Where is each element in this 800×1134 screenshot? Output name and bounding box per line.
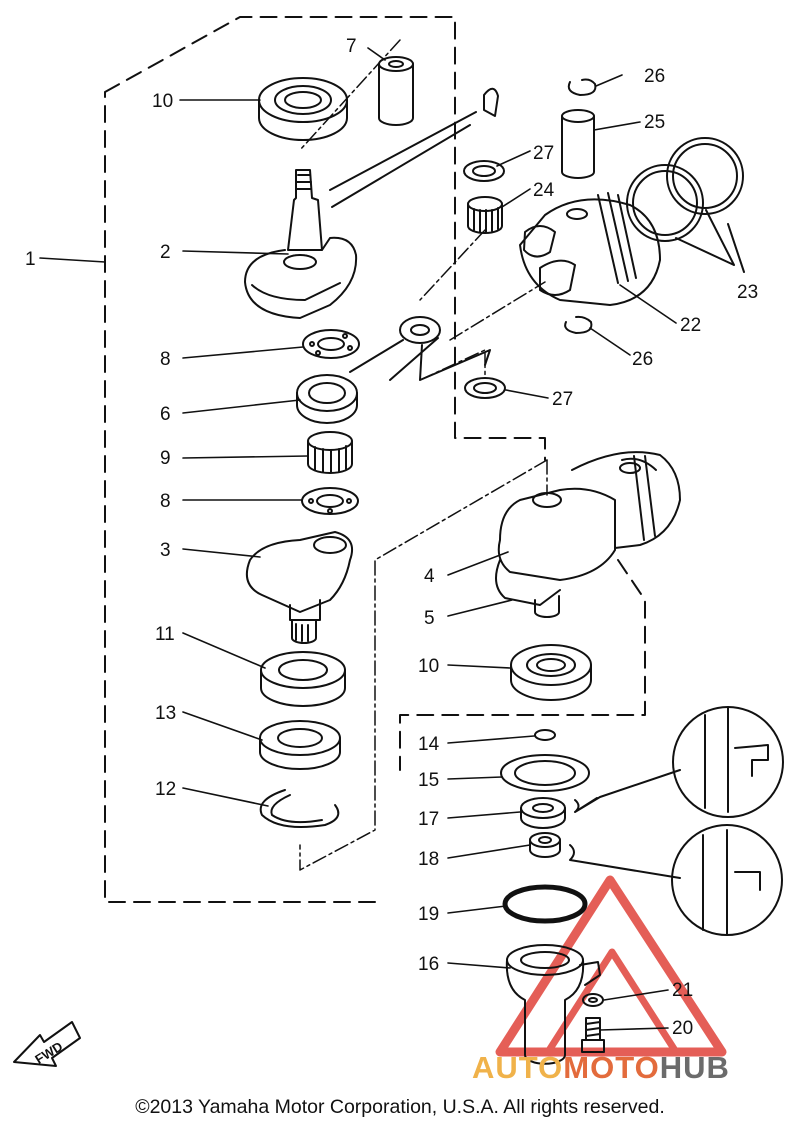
part-6-connecting-rod	[296, 316, 491, 424]
callout-10-lower: 10	[418, 656, 439, 677]
copyright-footer: ©2013 Yamaha Motor Corporation, U.S.A. A…	[135, 1096, 665, 1118]
callout-18: 18	[418, 849, 439, 870]
callout-2: 2	[160, 242, 171, 263]
woodruff-key	[483, 87, 499, 117]
part-18-seal	[529, 832, 681, 879]
part-26-clip-upper	[567, 78, 597, 96]
watermark-logo	[495, 875, 727, 1057]
callout-24: 24	[533, 180, 555, 201]
callout-5: 5	[424, 608, 435, 629]
part-9-needle-bearing	[307, 431, 353, 474]
part-4-crank-assembly	[497, 451, 681, 581]
callout-6: 6	[160, 404, 171, 425]
callout-11: 11	[155, 624, 175, 645]
part-3-crankshaft-lower	[246, 531, 354, 644]
callout-8-upper: 8	[160, 349, 171, 370]
callout-10-top: 10	[152, 91, 173, 112]
callout-4: 4	[424, 566, 435, 587]
part-10-bearing-lower	[510, 644, 592, 701]
callout-23: 23	[737, 282, 758, 303]
callout-3: 3	[160, 540, 171, 561]
part-5-connecting-rod	[495, 559, 561, 618]
part-17-seal	[520, 769, 681, 829]
part-14-o-ring	[534, 729, 556, 741]
callout-14: 14	[418, 734, 440, 755]
callout-27-lower: 27	[552, 389, 573, 410]
part-20-bolt	[581, 1017, 605, 1053]
part-15-washer	[500, 754, 590, 792]
fwd-arrow-icon: FWD	[13, 1021, 81, 1067]
part-21-washer	[582, 993, 604, 1007]
callout-8-lower: 8	[160, 491, 171, 512]
detail-view-lower	[671, 824, 783, 936]
callout-7: 7	[346, 36, 357, 57]
assembly-outline	[104, 16, 646, 903]
part-10-bearing-top	[258, 77, 348, 141]
callout-20: 20	[672, 1018, 693, 1039]
callout-26-lower: 26	[632, 349, 653, 370]
detail-view-upper	[672, 706, 784, 818]
callout-15: 15	[418, 770, 439, 791]
callout-9: 9	[160, 448, 171, 469]
part-26-clip-lower	[564, 315, 593, 334]
part-8-thrust-washer-upper	[302, 329, 360, 359]
part-12-circlip	[259, 789, 340, 828]
callout-22: 22	[680, 315, 701, 336]
part-23-piston-rings	[626, 137, 745, 273]
callout-12: 12	[155, 779, 176, 800]
key-leader	[329, 111, 477, 208]
part-24-needle-bearing	[467, 196, 503, 234]
watermark-part-moto: MOTO	[563, 1050, 660, 1085]
part-8-thrust-washer-lower	[301, 487, 359, 515]
watermark-part-hub: HUB	[659, 1050, 730, 1085]
callout-26-upper: 26	[644, 66, 665, 87]
callout-17: 17	[418, 809, 439, 830]
callout-21: 21	[672, 980, 693, 1001]
callout-13: 13	[155, 703, 176, 724]
watermark-text: AUTOMOTOHUB	[472, 1050, 730, 1086]
callout-labels: 1 10 7 2 8 6 9 8 3 11 13 12 26 25 27 24 …	[25, 36, 758, 1039]
callout-1: 1	[25, 249, 36, 270]
callout-19: 19	[418, 904, 439, 925]
part-13-oil-seal	[259, 720, 341, 770]
part-25-piston-pin	[561, 109, 595, 179]
part-11-oil-seal	[260, 651, 346, 707]
part-7-pin	[378, 56, 414, 126]
leader-lines	[39, 47, 677, 1031]
callout-27-upper: 27	[533, 143, 554, 164]
part-27-washer-upper	[463, 160, 505, 182]
part-19-o-ring	[502, 884, 588, 924]
watermark-part-auto: AUTO	[472, 1050, 564, 1085]
part-27-washer-lower	[464, 377, 506, 399]
callout-16: 16	[418, 954, 439, 975]
part-22-piston	[519, 192, 661, 306]
callout-25: 25	[644, 112, 665, 133]
part-16-housing	[505, 944, 601, 1065]
part-2-crankshaft-upper	[244, 169, 358, 319]
